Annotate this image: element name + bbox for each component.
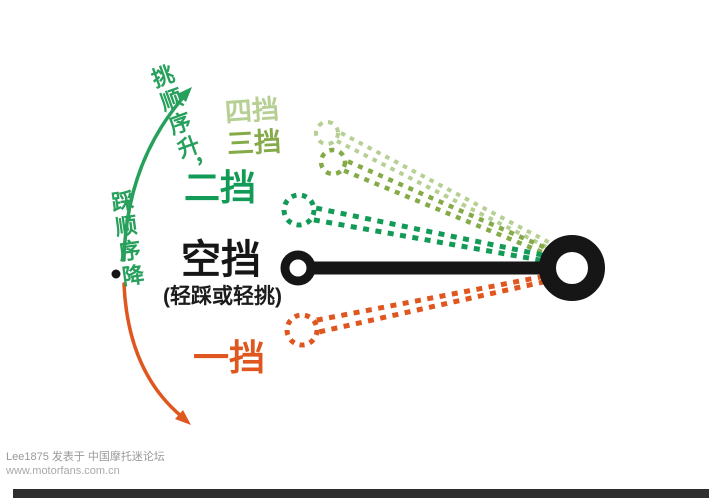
bottom-bar	[13, 489, 709, 498]
label-neutral: 空挡	[181, 238, 261, 282]
label-gear3: 三挡	[226, 126, 282, 160]
downshift-arrow-head-icon	[175, 410, 191, 425]
upshift-arrow-curve	[122, 90, 190, 262]
watermark-username: Lee1875 发表于 中国摩托迷论坛	[6, 451, 165, 463]
neutral-dot	[111, 269, 121, 279]
lever-neutral	[280, 250, 557, 286]
lever-gear3	[318, 147, 560, 261]
pivot-ring	[539, 235, 605, 301]
label-gear4: 四挡	[223, 94, 280, 128]
label-gear1: 一挡	[193, 337, 266, 378]
lever-gear2	[281, 192, 555, 265]
upshift-arrow-head-icon	[177, 87, 192, 102]
label-neutral-note: (轻踩或轻挑)	[163, 285, 282, 308]
lever-gear4	[314, 120, 563, 256]
lever-gear1	[284, 272, 556, 348]
label-gear2: 二挡	[184, 167, 257, 208]
watermark-url: www.motorfans.com.cn	[6, 465, 120, 477]
downshift-arrow-curve	[122, 282, 188, 422]
